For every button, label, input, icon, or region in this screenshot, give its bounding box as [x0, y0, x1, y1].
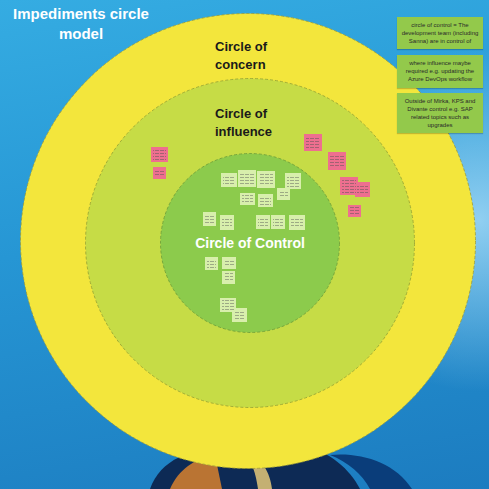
sticky-note	[222, 271, 235, 284]
note-scribble	[240, 172, 254, 185]
sticky-note	[328, 152, 346, 170]
note-scribble	[306, 136, 320, 149]
sticky-note	[256, 215, 270, 229]
note-scribble	[357, 184, 368, 195]
pink-notes	[151, 134, 370, 217]
influence-circle: Circle of Control Circle of influence	[85, 78, 415, 408]
sticky-note	[238, 170, 256, 187]
note-scribble	[224, 259, 234, 267]
sticky-note	[277, 188, 290, 200]
note-scribble	[242, 195, 253, 203]
sticky-note	[205, 257, 218, 270]
blue-shape	[330, 454, 412, 489]
note-scribble	[342, 179, 356, 193]
note-scribble	[207, 259, 216, 268]
sticky-note	[153, 167, 166, 179]
note-scribble	[234, 310, 245, 320]
circle-shape	[161, 154, 340, 333]
note-scribble	[205, 214, 214, 224]
note-scribble	[291, 217, 303, 228]
note-scribble	[153, 149, 166, 160]
note-scribble	[259, 173, 273, 186]
note-scribble	[223, 175, 235, 185]
sticky-note	[220, 215, 234, 230]
sticky-note	[355, 182, 370, 197]
green-notes	[203, 170, 305, 322]
note-box: Outside of Mirka, KPS and Divante contro…	[397, 93, 483, 133]
control-circle: Circle of Control	[160, 153, 340, 333]
sticky-note	[203, 212, 216, 226]
note-scribble	[258, 217, 268, 227]
sticky-note	[222, 257, 236, 269]
note-box: where influence maybe required e.g. upda…	[397, 55, 483, 88]
sticky-note	[221, 173, 237, 187]
note-scribble	[224, 273, 233, 282]
sticky-note	[348, 205, 361, 217]
note-scribble	[287, 175, 299, 187]
sticky-note	[304, 134, 322, 151]
sticky-note	[340, 177, 358, 195]
circle-label: Circle of Control	[160, 234, 340, 252]
note-scribble	[222, 217, 232, 228]
note-scribble	[350, 207, 359, 215]
sticky-note	[258, 194, 273, 207]
diagram-title: Impediments circle model	[5, 4, 157, 44]
sticky-note	[289, 215, 305, 230]
note-scribble	[222, 300, 234, 310]
note-text: circle of control = The development team…	[401, 21, 479, 45]
sticky-note	[232, 308, 247, 322]
sticky-note	[151, 147, 168, 162]
sticky-note	[271, 215, 285, 229]
circle-shape	[86, 79, 415, 408]
circle-label: Circle of concern	[215, 38, 295, 74]
sticky-note	[285, 173, 301, 189]
note-box: circle of control = The development team…	[397, 17, 483, 49]
sticky-note	[257, 171, 275, 188]
note-scribble	[273, 217, 283, 227]
note-text: where influence maybe required e.g. upda…	[401, 59, 479, 83]
sticky-note	[220, 298, 236, 312]
note-text: Outside of Mirka, KPS and Divante contro…	[401, 97, 479, 129]
note-scribble	[279, 190, 288, 198]
note-scribble	[260, 196, 271, 205]
note-scribble	[155, 169, 164, 177]
sticky-note	[240, 193, 255, 205]
circle-label: Circle of influence	[215, 105, 295, 141]
note-scribble	[330, 154, 344, 168]
